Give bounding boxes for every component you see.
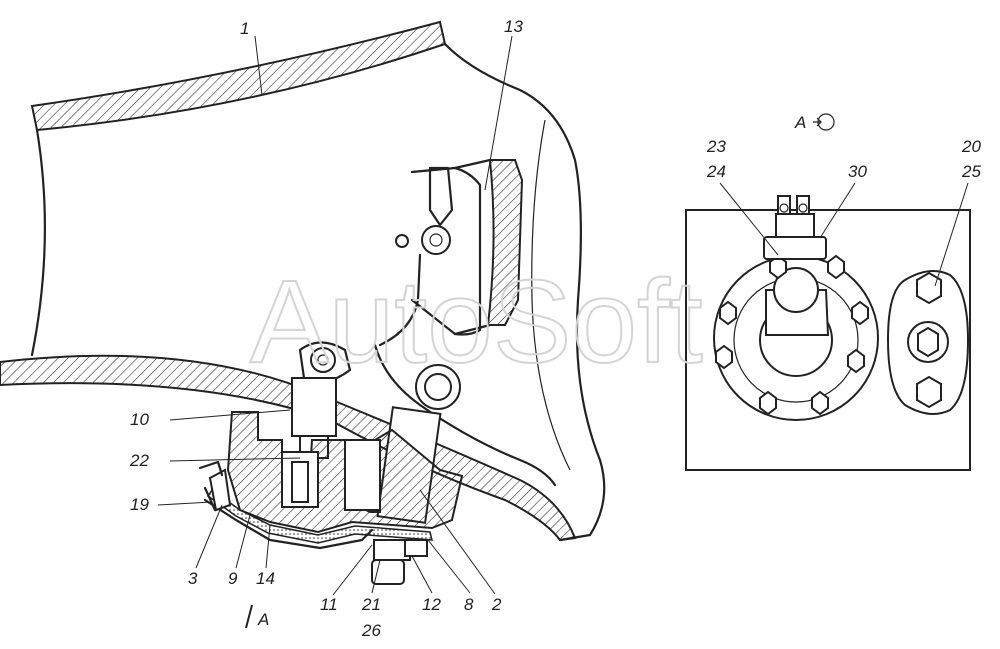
view-a-arrow [813,117,822,127]
leader-lines [157,35,969,596]
lever-pivot-inner [317,354,329,366]
linkage-small-pin [395,234,409,248]
mount-center-nut [917,326,939,358]
sensor-hex-nut [763,236,827,260]
main-section-view: A [0,20,606,629]
valve-cover [203,498,374,550]
callout-11: 11 [320,595,338,614]
callout-24: 24 [706,162,726,181]
section-marker-line [245,604,253,629]
callout-25: 25 [961,162,981,181]
flange-bolts [715,254,869,416]
valve-chamber [344,439,381,511]
callout-19: 19 [130,495,149,514]
part-13-hatched [486,159,524,326]
callout-2: 2 [491,595,502,614]
callout-10: 10 [130,410,149,429]
part-3-clip [198,460,224,512]
housing-outline [443,42,606,542]
callout-26: 26 [361,621,381,640]
flange-ball [773,267,819,313]
section-marker-label: A [257,610,269,629]
part-19-bolt [208,468,232,512]
upper-wall-hatched [30,20,447,132]
linkage-pivot-inner [429,233,443,247]
valve-core-inner [291,461,309,503]
callout-3: 3 [188,569,198,588]
sensor-screw-right [798,203,808,213]
lever-spring [373,343,557,487]
view-a-rotation-icon [817,113,835,131]
view-a-title: A [794,113,806,132]
roller-inner [424,373,452,401]
part-10-plunger [291,377,337,437]
callout-labels: 1 13 10 22 19 3 9 14 11 21 26 12 8 2 23 … [129,17,981,640]
lever-pivot [310,347,336,373]
callout-20: 20 [961,137,981,156]
mount-bolt-top [916,271,942,305]
linkage-arm [428,166,454,227]
sensor-screw-left [779,203,789,213]
callout-21: 21 [361,595,381,614]
callout-23: 23 [706,137,726,156]
sensor-terminal-right [796,195,810,215]
part-21-nut [371,559,405,585]
callout-1: 1 [240,19,249,38]
watermark: AutoSoft [250,256,703,388]
view-a-frame [685,209,971,471]
sensor-terminal-left [777,195,791,215]
callout-14: 14 [256,569,275,588]
callout-12: 12 [422,595,441,614]
callout-22: 22 [129,451,149,470]
sensor-body [775,213,815,238]
part-13-bracket [410,166,482,336]
callout-9: 9 [228,569,238,588]
part-13-outer [453,158,492,336]
callout-8: 8 [464,595,474,614]
linkage-pivot [421,225,451,255]
part-12-washer [404,539,428,557]
inner-wall-line [531,119,571,471]
mount-bolt-bottom [916,375,942,409]
lower-wall-hatched [0,354,577,542]
left-body-edge [30,128,47,357]
linkage-rod [378,253,422,347]
callout-13: 13 [504,17,523,36]
view-a-detail: A [685,113,971,471]
callout-30: 30 [848,162,867,181]
